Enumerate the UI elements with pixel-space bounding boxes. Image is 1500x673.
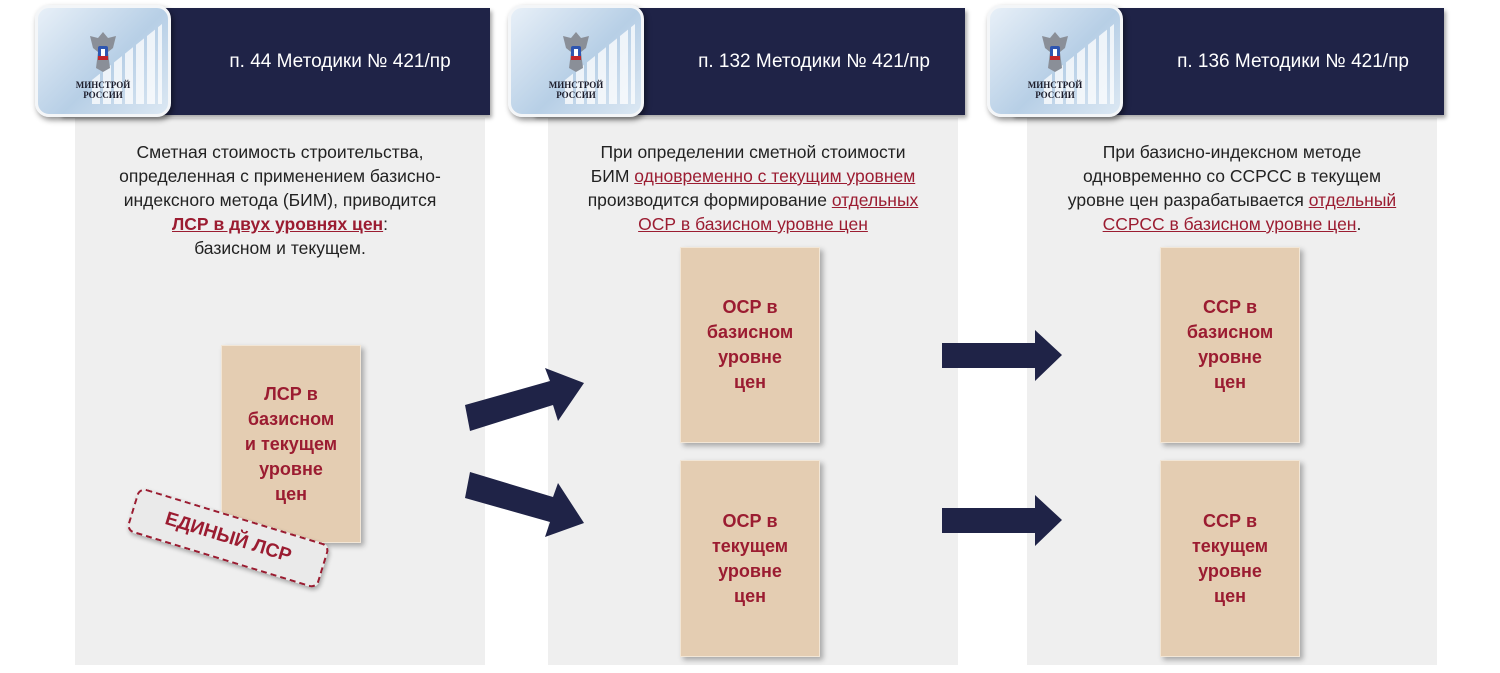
box-line: текущем [1191,535,1269,556]
desc-highlight: одновременно с текущим уровнем [634,166,916,186]
arrow-right-icon [942,495,1062,546]
eagle-emblem-icon [90,32,116,72]
eagle-emblem-icon [1042,32,1068,72]
column-3-description: При базисно-индексном методе одновременн… [1027,140,1437,236]
box-line: базисном [1186,322,1274,342]
logo-text-2: РОССИИ [1035,90,1075,100]
box-line: ОСР в [722,510,778,531]
ssr-base-box: ССР в базисном уровне цен [1160,247,1300,443]
box-line: цен [734,372,766,392]
box-line: цен [1214,585,1246,606]
logo-text-2: РОССИИ [556,90,596,100]
osr-base-box: ОСР в базисном уровне цен [680,247,820,443]
desc-highlight: ОСР в базисном уровне цен [638,214,868,234]
box-line: уровне [1198,347,1262,367]
box-line: цен [275,483,307,504]
logo-text-2: РОССИИ [83,90,123,100]
column-1-header-title: п. 44 Методики № 421/пр [229,50,451,72]
column-3-header-title: п. 136 Методики № 421/пр [1177,50,1409,72]
column-2-description: При определении сметной стоимости БИМ од… [548,140,958,236]
desc-highlight: отдельный [1308,190,1397,210]
desc-line: базисном и текущем. [194,238,366,258]
box-line: базисном [247,408,335,429]
desc-text: . [1356,214,1362,234]
desc-text: БИМ [590,166,630,186]
box-line: уровне [718,560,782,581]
box-line: уровне [1198,560,1262,581]
eagle-emblem-icon [563,32,589,72]
box-line: базисном [706,322,794,342]
logo-text-1: МИНСТРОЙ [1027,80,1083,90]
logo-text-1: МИНСТРОЙ [75,80,131,90]
box-line: и текущем [244,433,338,454]
desc-line: индексного метода (БИМ), приводится [123,190,437,210]
logo-text-1: МИНСТРОЙ [548,80,604,90]
desc-highlight: отдельных [831,190,919,210]
desc-line: одновременно со ССРСС в текущем [1082,166,1382,186]
box-line: цен [1214,372,1246,392]
arrow-up-right-icon [465,368,584,431]
box-line: уровне [259,458,323,479]
column-1-description: Сметная стоимость строительства, определ… [75,140,485,260]
desc-line: определенная с применением базисно- [119,166,441,186]
desc-line: При определении сметной стоимости [600,142,906,162]
box-line: цен [734,585,766,606]
box-line: ЛСР в [264,383,318,404]
desc-text: уровне цен разрабатывается [1067,190,1304,210]
desc-line: При базисно-индексном методе [1102,142,1362,162]
box-line: ОСР в [722,297,778,317]
box-line: текущем [711,535,789,556]
ssr-current-box: ССР в текущем уровне цен [1160,460,1300,657]
lsr-box: ЛСР в базисном и текущем уровне цен [221,345,361,543]
desc-line: Сметная стоимость строительства, [136,142,424,162]
desc-text: производится формирование [587,190,827,210]
osr-current-box: ОСР в текущем уровне цен [680,460,820,657]
column-2-header-title: п. 132 Методики № 421/пр [698,50,930,72]
box-line: уровне [718,347,782,367]
desc-text: : [383,214,388,234]
desc-highlight: ССРСС в базисном уровне цен [1102,214,1357,234]
box-line: ССР в [1202,297,1258,317]
desc-highlight: ЛСР в двух уровнях цен [172,214,384,234]
box-line: ССР в [1202,510,1258,531]
arrow-down-right-icon [465,472,584,537]
arrow-right-icon [942,330,1062,381]
